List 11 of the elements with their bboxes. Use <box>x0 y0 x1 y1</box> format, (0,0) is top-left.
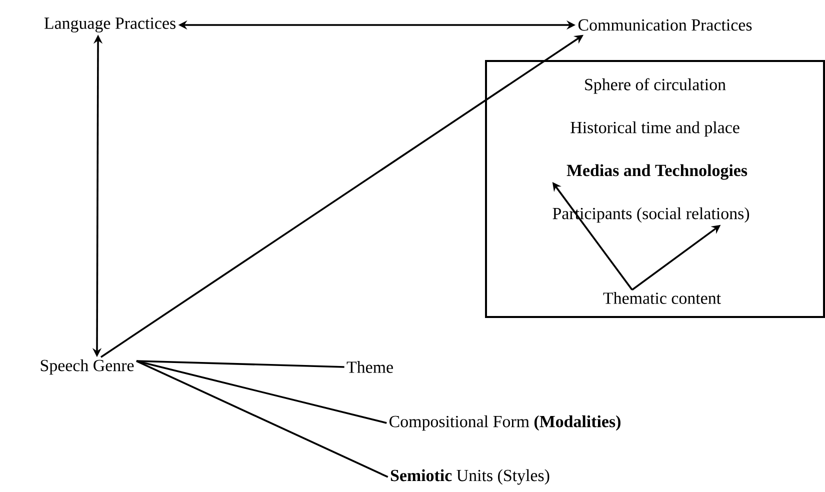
label-text: Communication Practices <box>578 19 752 31</box>
list-item: Sphere of circulation <box>585 78 726 94</box>
label-text: Compositional Form (Modalities) <box>390 415 620 431</box>
label-text: Speech Genre <box>40 359 134 375</box>
label-text: Theme <box>346 361 393 373</box>
list-item: Medias and Technologies <box>566 164 748 180</box>
list-item: Historical time and place <box>570 121 740 137</box>
label-text: Language Practices <box>44 18 176 32</box>
list-item: Thematic content <box>603 292 721 304</box>
label-text: Semiotic Units (Styles) <box>390 469 550 485</box>
framed-box <box>485 60 825 318</box>
